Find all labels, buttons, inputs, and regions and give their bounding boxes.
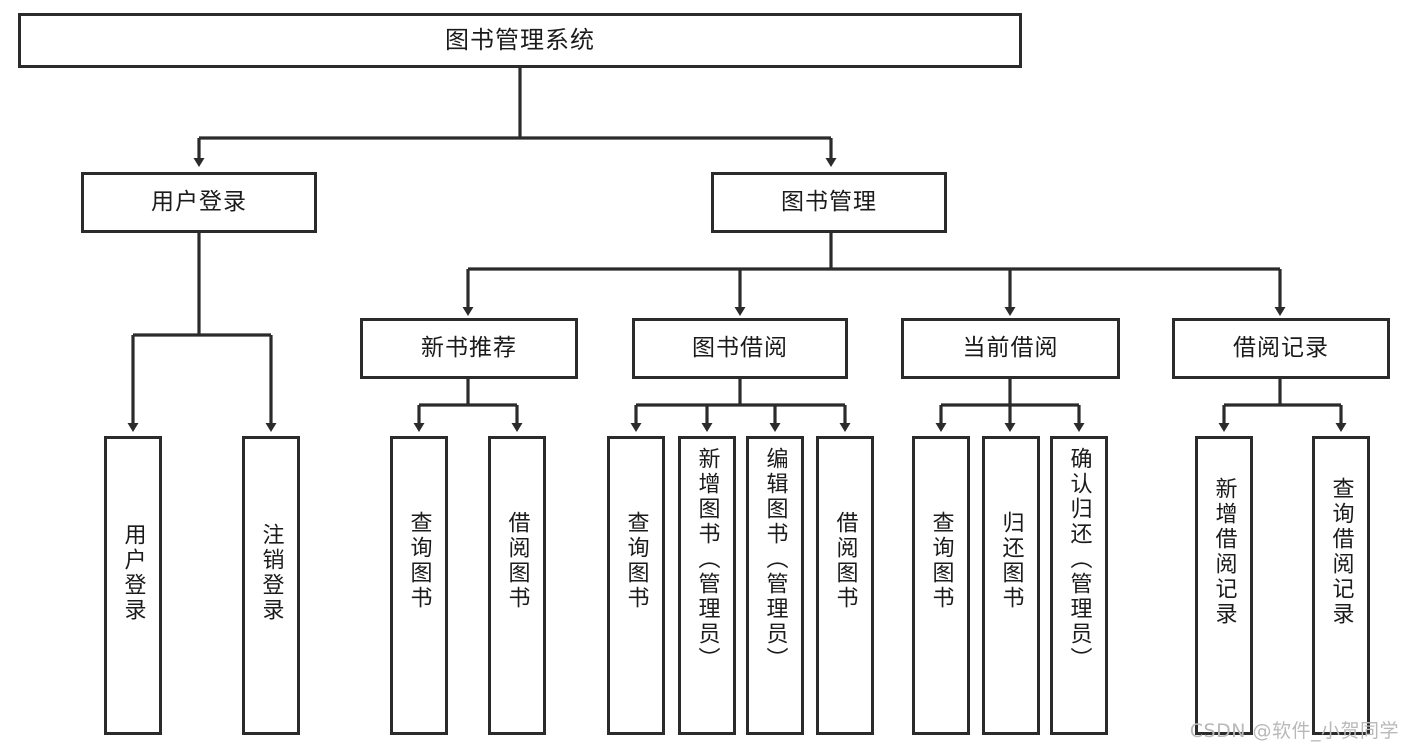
- node-leaf-query-book-3-label: 查询图书: [928, 511, 954, 611]
- node-leaf-user-login[interactable]: 用户登录: [104, 436, 162, 735]
- node-leaf-query-record-label: 查询借阅记录: [1328, 477, 1354, 627]
- node-user-login[interactable]: 用户登录: [81, 172, 317, 233]
- node-leaf-query-record[interactable]: 查询借阅记录: [1312, 436, 1370, 735]
- node-leaf-query-book-1-label: 查询图书: [406, 511, 432, 611]
- node-leaf-return-book-label: 归还图书: [998, 511, 1024, 611]
- node-leaf-confirm-return[interactable]: 确认归还（管理员）: [1050, 436, 1108, 735]
- node-book-borrow[interactable]: 图书借阅: [632, 318, 848, 379]
- node-leaf-query-book-2-label: 查询图书: [623, 511, 649, 611]
- node-leaf-borrow-book-1-label: 借阅图书: [504, 511, 530, 611]
- node-current-borrow-label: 当前借阅: [962, 334, 1059, 361]
- node-current-borrow[interactable]: 当前借阅: [901, 318, 1120, 379]
- node-user-login-label: 用户登录: [151, 188, 247, 215]
- node-book-manage[interactable]: 图书管理: [711, 172, 947, 233]
- node-leaf-user-logout[interactable]: 注销登录: [242, 436, 300, 735]
- node-new-book-recommend[interactable]: 新书推荐: [360, 318, 578, 379]
- node-leaf-add-record-label: 新增借阅记录: [1211, 477, 1237, 627]
- node-leaf-add-book[interactable]: 新增图书（管理员）: [678, 436, 736, 735]
- node-leaf-borrow-book-2[interactable]: 借阅图书: [816, 436, 874, 735]
- watermark: CSDN @软件_小贺同学: [1189, 720, 1399, 742]
- node-borrow-record[interactable]: 借阅记录: [1172, 318, 1390, 379]
- node-leaf-add-book-label: 新增图书（管理员）: [694, 447, 720, 672]
- node-leaf-query-book-3[interactable]: 查询图书: [912, 436, 970, 735]
- node-leaf-query-book-2[interactable]: 查询图书: [607, 436, 665, 735]
- node-leaf-borrow-book-1[interactable]: 借阅图书: [488, 436, 546, 735]
- node-leaf-query-book-1[interactable]: 查询图书: [390, 436, 448, 735]
- node-root-label: 图书管理系统: [445, 26, 595, 55]
- node-leaf-edit-book-label: 编辑图书（管理员）: [762, 447, 788, 672]
- node-leaf-user-logout-label: 注销登录: [258, 523, 284, 623]
- node-root[interactable]: 图书管理系统: [18, 13, 1022, 68]
- node-leaf-edit-book[interactable]: 编辑图书（管理员）: [746, 436, 804, 735]
- node-book-borrow-label: 图书借阅: [692, 334, 788, 361]
- node-leaf-return-book[interactable]: 归还图书: [982, 436, 1040, 735]
- node-new-book-recommend-label: 新书推荐: [421, 334, 517, 361]
- node-leaf-add-record[interactable]: 新增借阅记录: [1195, 436, 1253, 735]
- node-book-manage-label: 图书管理: [781, 188, 877, 215]
- node-leaf-borrow-book-2-label: 借阅图书: [832, 511, 858, 611]
- node-borrow-record-label: 借阅记录: [1233, 334, 1329, 361]
- node-leaf-user-login-label: 用户登录: [120, 523, 146, 623]
- node-leaf-confirm-return-label: 确认归还（管理员）: [1066, 447, 1092, 672]
